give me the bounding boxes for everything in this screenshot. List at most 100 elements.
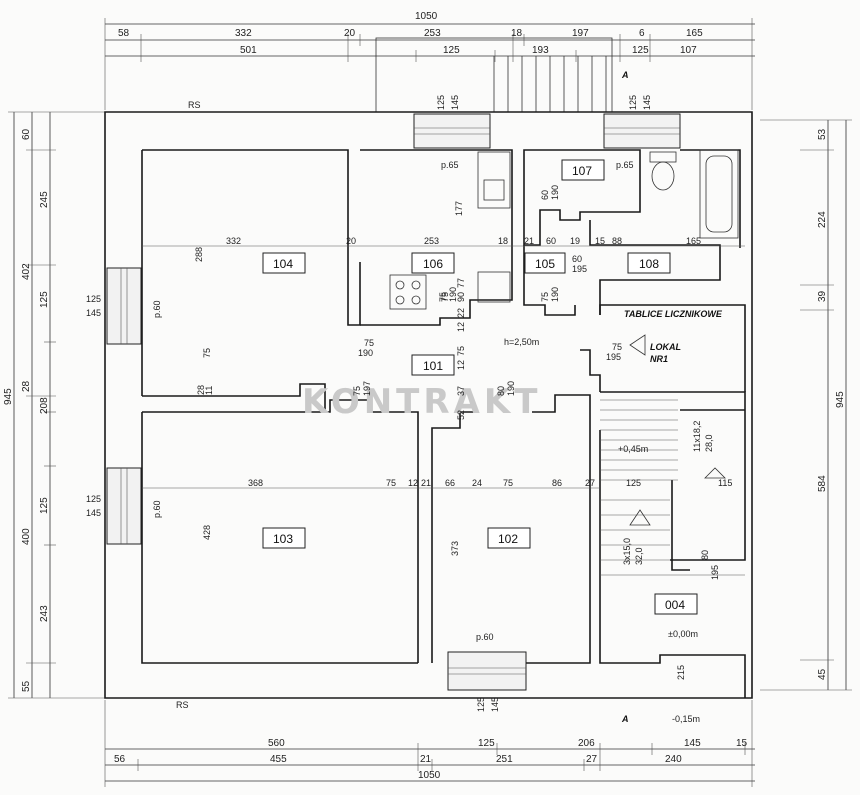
top-dim-18: 18 — [511, 28, 523, 39]
bathtub-icon — [699, 149, 739, 239]
room-106-box — [411, 252, 455, 274]
door-75-195-w: 75 — [612, 342, 622, 352]
right-dim-53: 53 — [817, 128, 828, 140]
unit-label-1: LOKAL — [650, 342, 681, 352]
left-dim-60: 60 — [21, 128, 32, 140]
left-dim-208: 208 — [39, 397, 50, 414]
top-dim-125b: 125 — [632, 45, 649, 56]
dim-c12: 12 — [408, 478, 418, 488]
room-103-box — [262, 527, 306, 549]
window-top-1-h: 145 — [450, 95, 460, 110]
dim-c75a: 75 — [386, 478, 396, 488]
left-dim-243: 243 — [39, 605, 50, 622]
left-dim-245: 245 — [39, 191, 50, 208]
dim-60a: 60 — [546, 236, 556, 246]
section-a-top-label: A — [621, 70, 629, 80]
toilet-tank-icon — [649, 151, 677, 163]
room-108-label: 108 — [639, 257, 659, 271]
dim-165: 165 — [686, 236, 701, 246]
dim-c86: 86 — [552, 478, 562, 488]
dim-c75b: 75 — [503, 478, 513, 488]
door-60-190-w: 60 — [540, 190, 550, 200]
right-dim-224: 224 — [817, 211, 828, 228]
room-101-box — [411, 354, 455, 376]
top-dim-58: 58 — [118, 28, 130, 39]
unit-arrow — [629, 334, 646, 356]
window-top-1-w: 125 — [436, 95, 446, 110]
left-dim-28: 28 — [21, 380, 32, 392]
stairs-upper — [600, 399, 678, 481]
stairs-lower — [600, 499, 745, 576]
dim-102-height: 373 — [450, 541, 460, 556]
door-75-195-h: 195 — [606, 352, 621, 362]
room-103-label: 103 — [273, 532, 293, 546]
dim-h22: 22 — [456, 308, 466, 318]
toilet-icon — [651, 161, 675, 191]
dim-103-height: 428 — [202, 525, 212, 540]
top-dim-165: 165 — [686, 28, 703, 39]
door-60-190-h: 190 — [550, 185, 560, 200]
door-80-190-w: 80 — [496, 386, 506, 396]
dim-104-75: 75 — [202, 348, 212, 358]
dim-h52: 52 — [456, 410, 466, 420]
room-108-box — [627, 252, 671, 274]
door-75-190-a-w: 75 — [438, 292, 448, 302]
window-left-1-w: 125 — [86, 294, 101, 304]
right-total-dim: 945 — [835, 391, 846, 408]
door-80-190-h: 190 — [506, 381, 516, 396]
bottom-dimensions: 560 125 206 145 15 56 455 21 251 27 240 … — [104, 700, 755, 787]
top-dimensions: 1050 58 332 20 253 18 197 6 165 501 125 … — [104, 11, 755, 110]
dim-c66: 66 — [445, 478, 455, 488]
kitchen-sink-icon — [477, 151, 511, 209]
room-107-box — [561, 159, 605, 181]
fridge-icon — [477, 271, 511, 303]
section-a-bottom-label: A — [621, 714, 629, 724]
window-left-2-h: 145 — [86, 508, 101, 518]
building-walls — [104, 111, 753, 699]
room-101-label: 101 — [423, 359, 443, 373]
top-total-dim: 1050 — [415, 11, 438, 22]
door-60-195-w: 60 — [572, 254, 582, 264]
bottom-dim-240: 240 — [665, 754, 682, 765]
room-104-label: 104 — [273, 257, 293, 271]
room-106-label: 106 — [423, 257, 443, 271]
dim-20a: 20 — [346, 236, 356, 246]
stair-upper-spec-2: 28,0 — [704, 434, 714, 452]
dim-c21: 21 — [421, 478, 431, 488]
top-dim-107: 107 — [680, 45, 697, 56]
dim-88: 88 — [612, 236, 622, 246]
dim-21: 21 — [524, 236, 534, 246]
parapet-104: p.60 — [152, 300, 162, 318]
dim-h12b: 12 — [456, 360, 466, 370]
door-75-197-h: 197 — [362, 381, 372, 396]
bottom-total-dim: 1050 — [418, 770, 441, 781]
left-dim-400: 400 — [21, 528, 32, 545]
door-80-195-h: 195 — [710, 565, 720, 580]
dim-18: 18 — [498, 236, 508, 246]
dim-h28: 28 — [196, 385, 206, 395]
bottom-dim-145: 145 — [684, 738, 701, 749]
bottom-dim-27: 27 — [586, 754, 598, 765]
door-75-197-w: 75 — [352, 386, 362, 396]
top-dim-501: 501 — [240, 45, 257, 56]
window-top-2-h: 145 — [642, 95, 652, 110]
bottom-dim-15: 15 — [736, 738, 748, 749]
level-015: -0,15m — [672, 714, 700, 724]
door-75-190-a-h: 190 — [448, 287, 458, 302]
top-dim-253: 253 — [424, 28, 441, 39]
dim-st125: 125 — [626, 478, 641, 488]
dim-c24: 24 — [472, 478, 482, 488]
parapet-106: p.65 — [441, 160, 459, 170]
window-bottom-h: 145 — [490, 697, 500, 712]
window-top-2-w: 125 — [628, 95, 638, 110]
level-000: ±0,00m — [668, 629, 698, 639]
stair-up-arrow — [629, 509, 651, 526]
right-dim-45: 45 — [817, 668, 828, 680]
left-dim-125a: 125 — [39, 291, 50, 308]
dim-215: 215 — [676, 665, 686, 680]
right-dim-584: 584 — [817, 475, 828, 492]
stair-direction-arrow — [704, 467, 726, 479]
door-75-190-c-h: 190 — [358, 348, 373, 358]
top-dim-20: 20 — [344, 28, 356, 39]
room-105-label: 105 — [535, 257, 555, 271]
